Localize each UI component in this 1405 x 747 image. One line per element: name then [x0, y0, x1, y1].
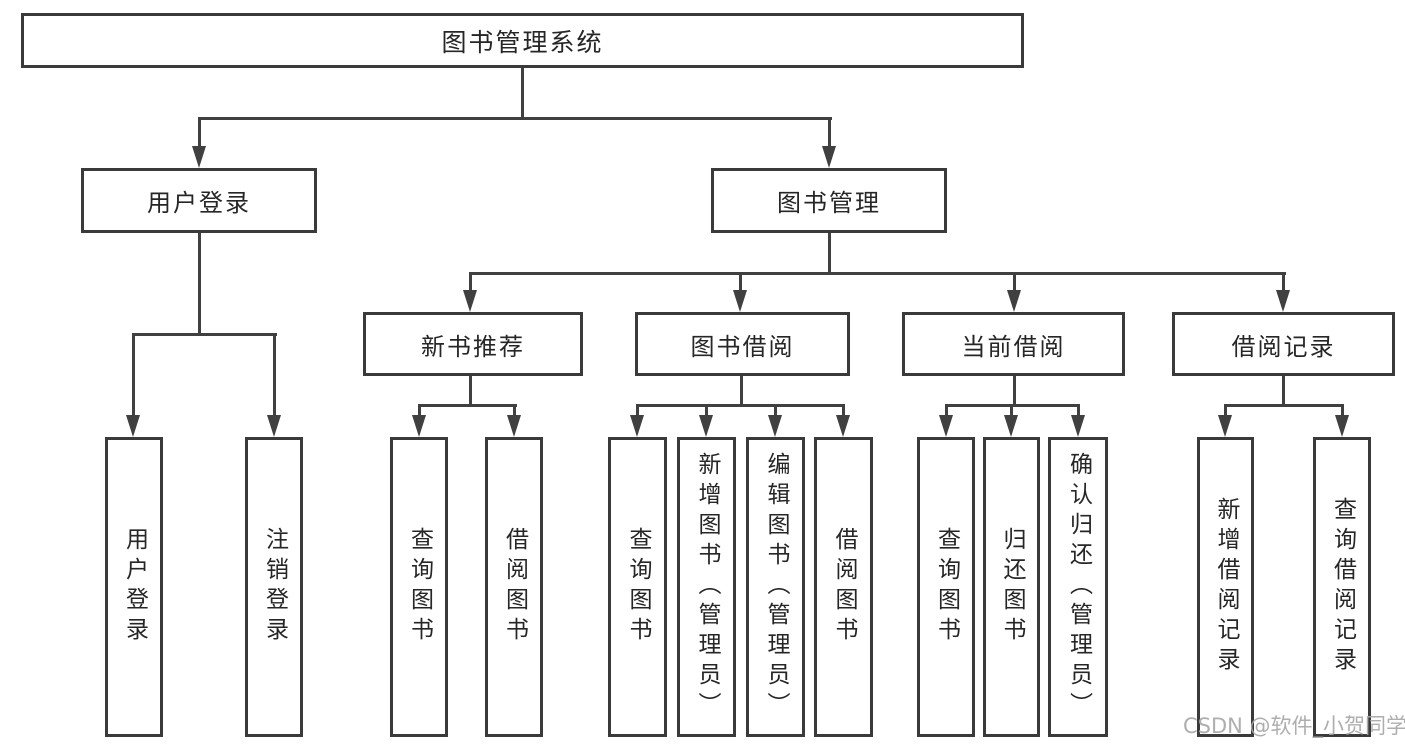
connector-book-mgmt-stem	[828, 232, 831, 275]
connector-g1-drop-1	[132, 333, 135, 419]
arrow-down-icon	[768, 415, 782, 437]
leaf-return-book-label: 归还图书	[999, 527, 1025, 647]
connector-level3-drop-1	[469, 272, 472, 294]
connector-g5-split	[1224, 404, 1344, 407]
connector-g2-drop-1	[418, 404, 421, 418]
node-borrow-record: 借阅记录	[1172, 312, 1395, 376]
connector-g4-drop-3	[1077, 404, 1080, 418]
connector-g3-drop-3	[774, 404, 777, 418]
connector-g2-drop-2	[513, 404, 516, 418]
leaf-rec-borrow-book-label: 借阅图书	[501, 527, 528, 647]
leaf-logout-label: 注销登录	[261, 527, 288, 647]
leaf-rec-borrow-book: 借阅图书	[485, 437, 543, 737]
connector-drop-user-login	[198, 117, 201, 152]
node-root-label: 图书管理系统	[441, 27, 604, 57]
arrow-down-icon	[836, 415, 850, 437]
arrow-down-icon	[733, 290, 747, 312]
arrow-down-icon	[267, 415, 281, 437]
node-book-management-label: 图书管理	[777, 189, 881, 217]
leaf-query-borrow-record: 查询借阅记录	[1313, 437, 1371, 737]
node-current-borrow-label: 当前借阅	[961, 332, 1066, 361]
arrow-down-icon	[939, 415, 953, 437]
connector-root-stem	[521, 68, 524, 120]
arrow-down-icon	[822, 146, 836, 168]
connector-g3-stem	[740, 375, 743, 407]
connector-g4-drop-1	[945, 404, 948, 418]
arrow-down-icon	[126, 415, 140, 437]
connector-g2-split	[418, 404, 517, 407]
node-book-borrow: 图书借阅	[635, 312, 850, 376]
leaf-add-book-admin: 新增图书（管理员）	[677, 437, 736, 737]
connector-drop-book-mgmt	[828, 117, 831, 152]
leaf-borrow-book: 借阅图书	[814, 437, 873, 737]
node-user-login-label: 用户登录	[147, 189, 251, 217]
connector-level3-drop-4	[1282, 272, 1285, 294]
leaf-borrow-book-label: 借阅图书	[831, 527, 857, 647]
connector-g2-stem	[469, 375, 472, 407]
leaf-return-book: 归还图书	[983, 437, 1040, 737]
connector-g5-drop-2	[1341, 404, 1344, 418]
leaf-add-borrow-record: 新增借阅记录	[1197, 437, 1254, 737]
connector-g3-drop-2	[705, 404, 708, 418]
leaf-confirm-return-admin: 确认归还（管理员）	[1048, 437, 1108, 737]
connector-level3-drop-3	[1013, 272, 1016, 294]
arrow-down-icon	[463, 290, 477, 312]
leaf-add-book-admin-label: 新增图书（管理员）	[694, 452, 720, 722]
node-current-borrow: 当前借阅	[902, 312, 1125, 376]
connector-g1-split	[132, 333, 277, 336]
leaf-edit-book-admin-label: 编辑图书（管理员）	[763, 452, 789, 722]
leaf-current-query-book-label: 查询图书	[933, 527, 960, 647]
connector-g3-split	[636, 404, 845, 407]
node-root: 图书管理系统	[21, 13, 1024, 68]
arrow-down-icon	[412, 415, 426, 437]
connector-g3-drop-1	[636, 404, 639, 418]
connector-g4-drop-2	[1010, 404, 1013, 418]
arrow-down-icon	[1007, 290, 1021, 312]
leaf-query-borrow-record-label: 查询借阅记录	[1329, 497, 1356, 677]
connector-level3-drop-2	[739, 272, 742, 294]
leaf-rec-query-book: 查询图书	[390, 437, 448, 737]
connector-g5-drop-1	[1224, 404, 1227, 418]
arrow-down-icon	[630, 415, 644, 437]
node-new-book-recommend-label: 新书推荐	[421, 332, 525, 361]
node-user-login: 用户登录	[81, 168, 317, 233]
leaf-borrow-query-book-label: 查询图书	[625, 527, 651, 647]
connector-g5-stem	[1282, 375, 1285, 407]
connector-level3-split	[469, 272, 1286, 275]
leaf-edit-book-admin: 编辑图书（管理员）	[746, 437, 805, 737]
connector-level2-split	[198, 117, 832, 120]
arrow-down-icon	[1276, 290, 1290, 312]
arrow-down-icon	[1218, 415, 1232, 437]
arrow-down-icon	[507, 415, 521, 437]
node-borrow-record-label: 借阅记录	[1231, 332, 1336, 361]
connector-g1-drop-2	[273, 333, 276, 419]
node-new-book-recommend: 新书推荐	[363, 312, 583, 376]
connector-user-login-stem	[198, 232, 201, 336]
arrow-down-icon	[699, 415, 713, 437]
arrow-down-icon	[1071, 415, 1085, 437]
node-book-borrow-label: 图书借阅	[690, 332, 795, 361]
leaf-confirm-return-admin-label: 确认归还（管理员）	[1065, 452, 1092, 722]
leaf-user-login: 用户登录	[105, 437, 163, 737]
leaf-add-borrow-record-label: 新增借阅记录	[1213, 497, 1239, 677]
leaf-logout: 注销登录	[245, 437, 303, 737]
arrow-down-icon	[192, 146, 206, 168]
connector-g3-drop-4	[842, 404, 845, 418]
connector-g4-stem	[1013, 375, 1016, 407]
leaf-current-query-book: 查询图书	[917, 437, 975, 737]
arrow-down-icon	[1004, 415, 1018, 437]
csdn-watermark: CSDN @软件_小贺同学	[1183, 714, 1405, 738]
leaf-user-login-label: 用户登录	[121, 527, 148, 647]
leaf-borrow-query-book: 查询图书	[608, 437, 667, 737]
leaf-rec-query-book-label: 查询图书	[406, 527, 433, 647]
arrow-down-icon	[1335, 415, 1349, 437]
node-book-management: 图书管理	[711, 168, 947, 233]
